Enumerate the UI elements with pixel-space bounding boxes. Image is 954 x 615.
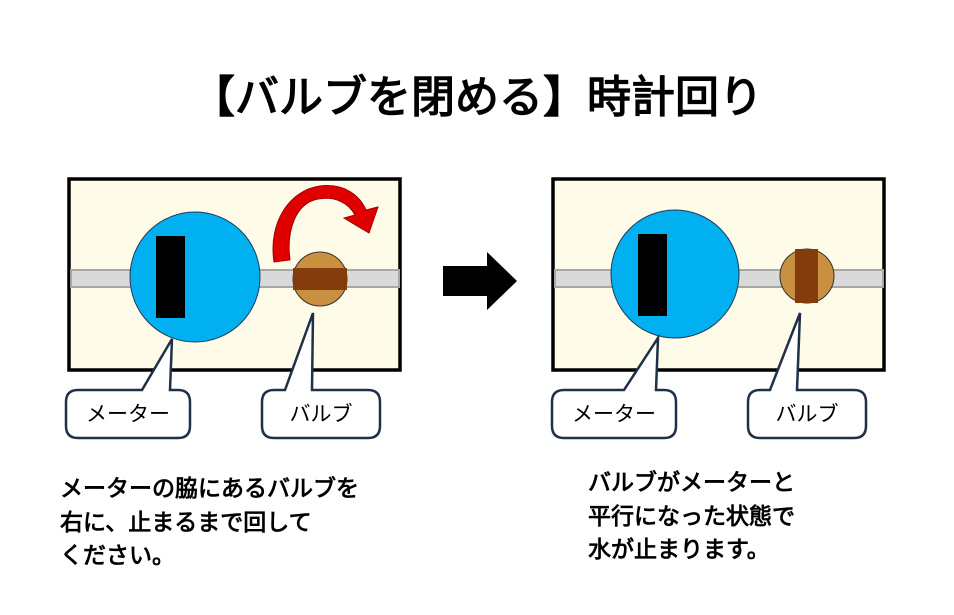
after-panel: メーター バルブ バルブがメーターと 平行になった状態で 水が止まります。 [550, 177, 886, 563]
water-meter [610, 209, 740, 339]
valve-handle-vertical [795, 249, 818, 303]
meter-label: メーター [572, 402, 656, 426]
valve-callout [260, 312, 382, 440]
caption-line: ください。 [60, 543, 175, 569]
valve-callout [746, 312, 868, 440]
valve-label: バルブ [776, 402, 839, 426]
caption-line: 平行になった状態で [588, 503, 795, 530]
page-title: 【バルブを閉める】時計回り [191, 72, 763, 123]
caption-line: 右に、止まるまで回して [60, 509, 312, 536]
meter-label: メーター [86, 402, 170, 426]
caption-line: メーターの脇にあるバルブを [60, 475, 359, 502]
before-panel: メーター バルブ メーターの脇にあるバルブを 右に、止まるまで回して ください。 [60, 177, 402, 569]
meter-display [156, 236, 185, 318]
caption-line: バルブがメーターと [588, 469, 795, 496]
valve-label: バルブ [290, 402, 353, 426]
meter-callout [64, 338, 192, 440]
water-meter [129, 211, 261, 343]
meter-callout [550, 333, 678, 440]
meter-display [638, 234, 667, 316]
clockwise-arrow-icon [272, 185, 379, 263]
valve-handle-horizontal [293, 268, 347, 290]
right-arrow-icon [443, 252, 517, 310]
caption-line: 水が止まります。 [588, 536, 770, 563]
